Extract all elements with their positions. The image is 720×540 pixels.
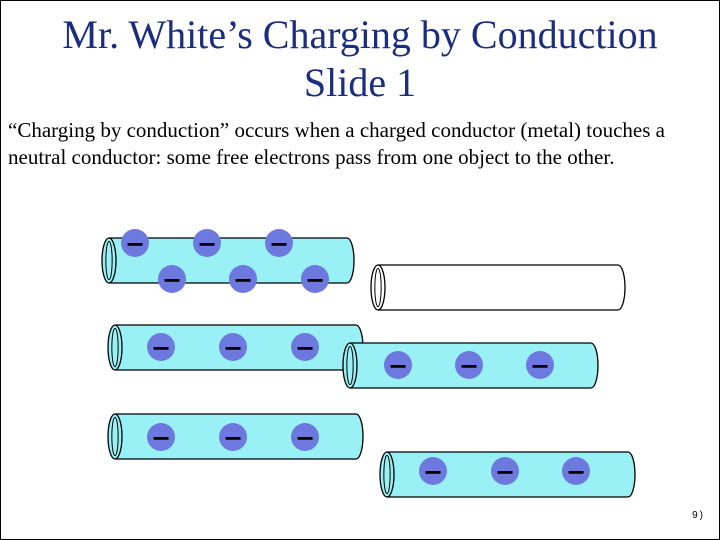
electron: − xyxy=(562,457,590,486)
electron: − xyxy=(419,457,447,486)
electron-sign: − xyxy=(459,352,479,380)
electron: − xyxy=(193,229,221,258)
rod-right-end xyxy=(618,265,625,310)
electron-sign: − xyxy=(162,266,182,294)
rod-right-end xyxy=(347,238,354,283)
electron-sign: − xyxy=(295,424,315,452)
electron: − xyxy=(219,333,247,362)
electron-sign: − xyxy=(151,334,171,362)
rod-left-end xyxy=(371,265,385,310)
rod-neutral-before xyxy=(371,265,625,310)
electron-sign: − xyxy=(233,266,253,294)
electron-sign: − xyxy=(295,334,315,362)
electron: − xyxy=(526,351,554,380)
electron-sign: − xyxy=(388,352,408,380)
rod-left-end xyxy=(343,343,357,388)
electron: − xyxy=(291,333,319,362)
electron-sign: − xyxy=(566,458,586,486)
electron: − xyxy=(384,351,412,380)
electron: − xyxy=(229,265,257,294)
electron: − xyxy=(301,265,329,294)
electron-sign: − xyxy=(495,458,515,486)
rod-body xyxy=(378,265,618,310)
rod-right-end xyxy=(628,452,635,497)
electron-sign: − xyxy=(423,458,443,486)
electron-sign: − xyxy=(305,266,325,294)
electron: − xyxy=(491,457,519,486)
electron-sign: − xyxy=(530,352,550,380)
electron: − xyxy=(147,423,175,452)
electron-sign: − xyxy=(151,424,171,452)
rod-left-end xyxy=(108,414,122,459)
electron: − xyxy=(121,229,149,258)
rod-right-end xyxy=(356,414,363,459)
rod-left-end xyxy=(380,452,394,497)
rod-left-end xyxy=(102,238,116,283)
rod-left-end xyxy=(108,325,122,370)
electron: − xyxy=(455,351,483,380)
electron-sign: − xyxy=(269,230,289,258)
page-number: 9) xyxy=(692,510,705,521)
electron: − xyxy=(291,423,319,452)
electron-sign: − xyxy=(125,230,145,258)
electron: − xyxy=(158,265,186,294)
electron-sign: − xyxy=(223,334,243,362)
electron: − xyxy=(147,333,175,362)
electron-sign: − xyxy=(223,424,243,452)
electron-sign: − xyxy=(197,230,217,258)
rod-right-end xyxy=(591,343,598,388)
electron: − xyxy=(219,423,247,452)
electron: − xyxy=(265,229,293,258)
